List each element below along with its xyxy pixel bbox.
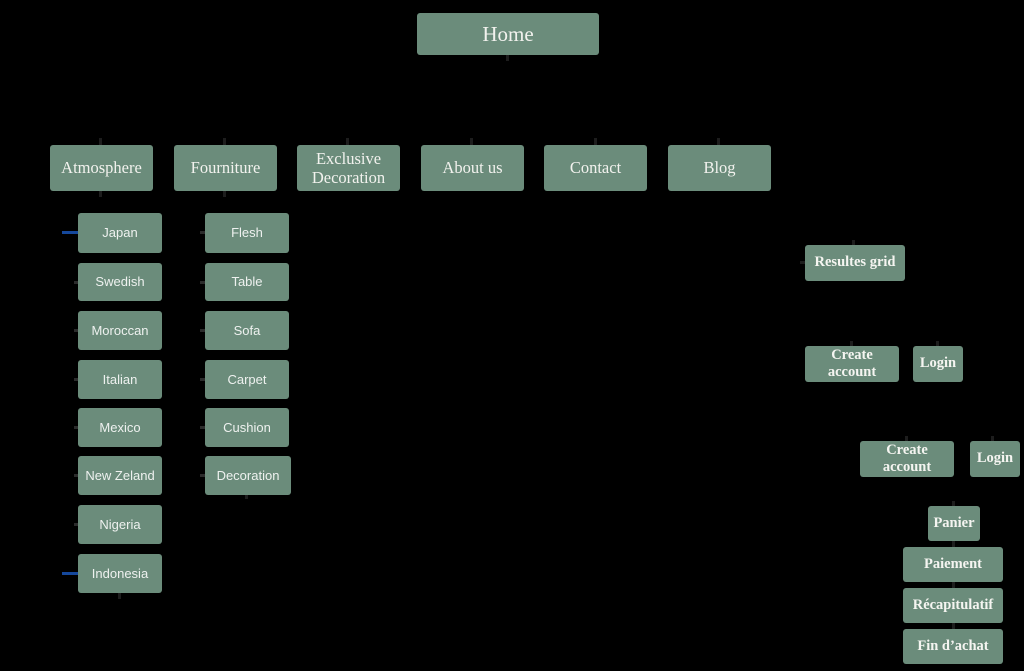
connector-paiement-bottom [952, 582, 955, 588]
node-recapitulatif[interactable]: Récapitulatif [903, 588, 1003, 623]
node-mexico[interactable]: Mexico [78, 408, 162, 447]
node-moroccan[interactable]: Moroccan [78, 311, 162, 350]
node-login-2[interactable]: Login [970, 441, 1020, 477]
connector-nav-blog [717, 138, 720, 145]
node-about-us[interactable]: About us [421, 145, 524, 191]
connector-new-zeland-left [74, 474, 79, 477]
node-table[interactable]: Table [205, 263, 289, 301]
connector-table-left [200, 281, 205, 284]
connector-japan-left [62, 231, 79, 234]
node-paiement[interactable]: Paiement [903, 547, 1003, 582]
node-nigeria[interactable]: Nigeria [78, 505, 162, 544]
connector-create-account-1-top [850, 341, 853, 347]
connector-carpet-left [200, 378, 205, 381]
node-fourniture[interactable]: Fourniture [174, 145, 277, 191]
node-create-account-2[interactable]: Create account [860, 441, 954, 477]
node-fin-achat[interactable]: Fin d’achat [903, 629, 1003, 664]
node-sofa[interactable]: Sofa [205, 311, 289, 350]
node-login-1[interactable]: Login [913, 346, 963, 382]
connector-results-grid-left [800, 261, 805, 264]
node-home[interactable]: Home [417, 13, 599, 55]
node-flesh[interactable]: Flesh [205, 213, 289, 253]
connector-nav-atmosphere [99, 138, 102, 145]
connector-swedish-left [74, 281, 79, 284]
connector-panier-bottom [952, 541, 955, 547]
connector-fourniture-down [223, 191, 226, 197]
connector-nav-about-us [470, 138, 473, 145]
node-japan[interactable]: Japan [78, 213, 162, 253]
connector-indonesia-down [118, 593, 121, 599]
connector-flesh-left [200, 231, 205, 234]
node-indonesia[interactable]: Indonesia [78, 554, 162, 593]
node-cushion[interactable]: Cushion [205, 408, 289, 447]
node-decoration[interactable]: Decoration [205, 456, 291, 495]
node-swedish[interactable]: Swedish [78, 263, 162, 301]
connector-decoration-down [245, 493, 248, 499]
connector-atmosphere-down [99, 191, 102, 197]
connector-italian-left [74, 378, 79, 381]
node-exclusive-decoration[interactable]: Exclusive Decoration [297, 145, 400, 191]
node-new-zeland[interactable]: New Zeland [78, 456, 162, 495]
node-carpet[interactable]: Carpet [205, 360, 289, 399]
connector-login-1-top [936, 341, 939, 347]
connector-sofa-left [200, 329, 205, 332]
node-resultes-grid[interactable]: Resultes grid [805, 245, 905, 281]
connector-home-down [506, 55, 509, 61]
node-italian[interactable]: Italian [78, 360, 162, 399]
connector-nigeria-left [74, 523, 79, 526]
connector-nav-contact [594, 138, 597, 145]
connector-indonesia-left [62, 572, 79, 575]
connector-panier-top [952, 501, 955, 507]
node-contact[interactable]: Contact [544, 145, 647, 191]
connector-recapitulatif-bottom [952, 623, 955, 629]
connector-results-grid-top [852, 240, 855, 246]
node-panier[interactable]: Panier [928, 506, 980, 541]
connector-nav-exclusive-decoration [346, 138, 349, 145]
connector-mexico-left [74, 426, 79, 429]
connector-login-2-top [991, 436, 994, 442]
connector-nav-fourniture [223, 138, 226, 145]
node-blog[interactable]: Blog [668, 145, 771, 191]
node-atmosphere[interactable]: Atmosphere [50, 145, 153, 191]
connector-decoration-left [200, 474, 205, 477]
node-create-account-1[interactable]: Create account [805, 346, 899, 382]
connector-cushion-left [200, 426, 205, 429]
connector-moroccan-left [74, 329, 79, 332]
connector-create-account-2-top [905, 436, 908, 442]
